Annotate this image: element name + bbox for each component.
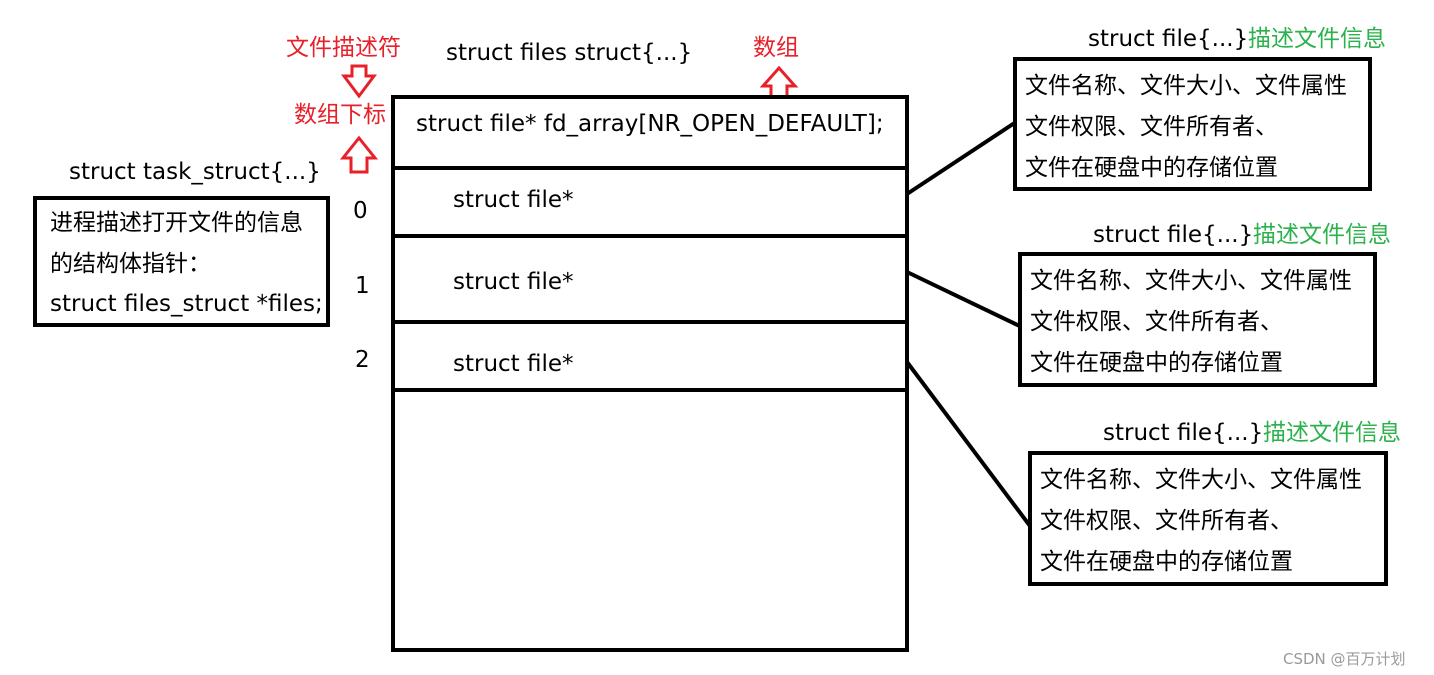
fd-array-divider bbox=[391, 320, 909, 324]
file-struct-1-line-2: 文件权限、文件所有者、 bbox=[1030, 309, 1283, 335]
connector-line-0 bbox=[905, 120, 1018, 196]
files-struct-title: struct files struct{...} bbox=[446, 40, 693, 66]
fd-label: 文件描述符 bbox=[286, 35, 401, 61]
task-struct-box: 进程描述打开文件的信息 的结构体指针： struct files_struct … bbox=[33, 196, 330, 327]
fd-slot-2-label: struct file* bbox=[453, 351, 574, 377]
task-box-line-3: struct files_struct *files; bbox=[50, 291, 323, 317]
array-index-0: 0 bbox=[353, 198, 368, 224]
file-struct-2-line-1: 文件名称、文件大小、文件属性 bbox=[1040, 467, 1362, 493]
task-box-line-2: 的结构体指针： bbox=[50, 251, 211, 277]
file-struct-1-line-1: 文件名称、文件大小、文件属性 bbox=[1030, 268, 1352, 294]
index-label: 数组下标 bbox=[294, 102, 386, 128]
task-struct-title: struct task_struct{...} bbox=[69, 159, 321, 185]
file-struct-0-line-3: 文件在硬盘中的存储位置 bbox=[1025, 155, 1278, 181]
file-struct-2-line-3: 文件在硬盘中的存储位置 bbox=[1040, 549, 1293, 575]
file-struct-2-box: 文件名称、文件大小、文件属性 文件权限、文件所有者、 文件在硬盘中的存储位置 bbox=[1028, 451, 1388, 586]
watermark: CSDN @百万计划 bbox=[1283, 650, 1406, 668]
connector-line-2 bbox=[905, 360, 1038, 536]
task-box-line-1: 进程描述打开文件的信息 bbox=[50, 210, 303, 236]
fd-array-divider bbox=[391, 388, 909, 392]
fd-array-divider bbox=[391, 234, 909, 238]
array-index-2: 2 bbox=[355, 347, 370, 373]
down-arrow-icon bbox=[341, 64, 377, 99]
array-label: 数组 bbox=[753, 35, 799, 61]
fd-array-divider bbox=[391, 166, 909, 170]
fd-array-header: struct file* fd_array[NR_OPEN_DEFAULT]; bbox=[416, 111, 884, 137]
connector-line-1 bbox=[906, 270, 1029, 332]
file-struct-2-line-2: 文件权限、文件所有者、 bbox=[1040, 508, 1293, 534]
fd-slot-0-label: struct file* bbox=[453, 187, 574, 213]
file-struct-1-line-3: 文件在硬盘中的存储位置 bbox=[1030, 350, 1283, 376]
file-struct-0-title: struct file{...} bbox=[1088, 26, 1249, 52]
up-arrow-icon-index bbox=[339, 135, 379, 174]
file-struct-0-desc: 描述文件信息 bbox=[1248, 26, 1386, 52]
file-struct-2-title: struct file{...} bbox=[1103, 420, 1264, 446]
fd-slot-1-label: struct file* bbox=[453, 269, 574, 295]
array-index-1: 1 bbox=[355, 273, 370, 299]
file-struct-0-box: 文件名称、文件大小、文件属性 文件权限、文件所有者、 文件在硬盘中的存储位置 bbox=[1013, 57, 1372, 191]
file-struct-1-desc: 描述文件信息 bbox=[1253, 222, 1391, 248]
fd-array-box bbox=[391, 95, 909, 652]
file-struct-2-desc: 描述文件信息 bbox=[1263, 420, 1401, 446]
file-struct-0-line-1: 文件名称、文件大小、文件属性 bbox=[1025, 73, 1347, 99]
file-struct-1-box: 文件名称、文件大小、文件属性 文件权限、文件所有者、 文件在硬盘中的存储位置 bbox=[1018, 252, 1377, 387]
file-struct-0-line-2: 文件权限、文件所有者、 bbox=[1025, 114, 1278, 140]
file-struct-1-title: struct file{...} bbox=[1093, 222, 1254, 248]
